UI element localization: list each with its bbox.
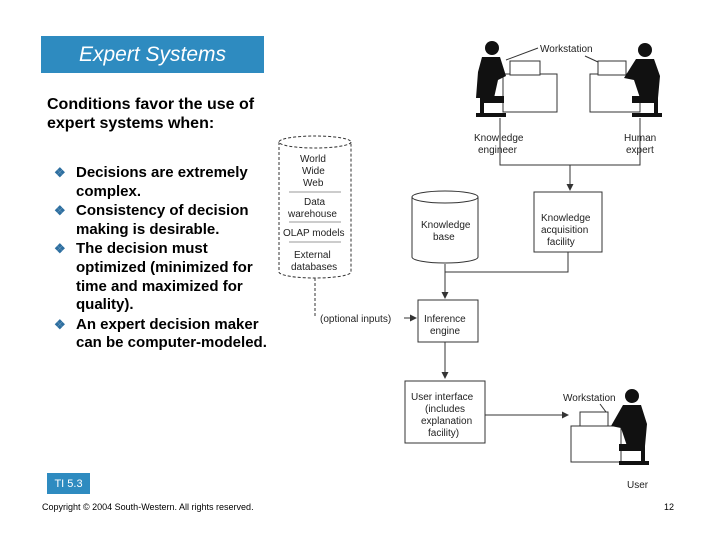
bullet-item: ❖ An expert decision maker can be compute… — [54, 316, 274, 353]
acquisition-label-1: Knowledge — [541, 213, 591, 224]
human-expert-person-icon — [624, 43, 662, 117]
computer-icon — [579, 411, 609, 427]
diamond-bullet-icon: ❖ — [54, 165, 66, 180]
source-label: warehouse — [287, 209, 337, 220]
top-workstation-scene: Workstation Knowledge engineer Human exp… — [474, 41, 662, 156]
knowledge-engineer-label-2: engineer — [478, 145, 518, 156]
copyright-text: Copyright © 2004 South-Western. All righ… — [42, 502, 254, 512]
slide-tag: TI 5.3 — [47, 473, 90, 494]
bullet-item: ❖ Decisions are extremely complex. — [54, 164, 274, 201]
computer-icon — [597, 60, 627, 76]
acquisition-label-3: facility — [547, 237, 575, 248]
diamond-bullet-icon: ❖ — [54, 316, 66, 332]
acquisition-label-2: acquisition — [541, 225, 588, 236]
inference-engine-label-2: engine — [430, 326, 460, 337]
bullet-item: ❖ Consistency of decision making is desir… — [54, 202, 274, 239]
data-sources-cylinder: World Wide Web Data warehouse OLAP model… — [278, 135, 352, 279]
source-label: databases — [291, 262, 337, 273]
bullet-text: Decisions are extremely complex. — [76, 164, 248, 200]
user-person-icon — [611, 389, 649, 465]
bullet-text: Consistency of decision making is desira… — [76, 202, 249, 238]
user-interface-label-2: (includes — [425, 404, 465, 415]
user-interface-label-4: facility) — [428, 428, 459, 439]
knowledge-engineer-person-icon — [476, 41, 506, 117]
intro-text: Conditions favor the use of expert syste… — [47, 96, 255, 132]
user-interface-box: User interface (includes explanation fac… — [404, 380, 486, 444]
connector-engineer-to-acquisition — [499, 118, 574, 191]
acquisition-facility-box: Knowledge acquisition facility — [533, 191, 603, 253]
inference-engine-box: Inference engine — [417, 299, 479, 343]
diamond-bullet-icon: ❖ — [54, 241, 66, 257]
bottom-workstation-scene: Workstation User — [563, 389, 649, 491]
optional-inputs-label: (optional inputs) — [320, 314, 391, 325]
connector-acquisition-to-base — [445, 252, 569, 273]
bullet-text: The decision must optimized (minimized f… — [76, 240, 253, 314]
desk-bottom — [570, 425, 622, 463]
knowledge-base-label-1: Knowledge — [421, 220, 471, 231]
source-label: OLAP models — [283, 228, 345, 239]
source-label: Web — [303, 178, 324, 189]
desk-left — [502, 73, 558, 113]
knowledge-engineer-label-1: Knowledge — [474, 133, 524, 144]
user-interface-label-3: explanation — [421, 416, 472, 427]
inference-engine-label-1: Inference — [424, 314, 466, 325]
source-label: Wide — [302, 166, 325, 177]
source-label: Data — [304, 197, 326, 208]
connector-expert-to-acquisition — [570, 118, 641, 166]
page-number: 12 — [664, 502, 675, 512]
knowledge-base-label-2: base — [433, 232, 455, 243]
user-interface-label-1: User interface — [411, 392, 474, 403]
slide-title: Expert Systems — [41, 36, 264, 73]
source-label: World — [300, 154, 326, 165]
bullet-list: ❖ Decisions are extremely complex. ❖ Consi… — [54, 164, 274, 354]
knowledge-base-cylinder: Knowledge base — [411, 190, 479, 264]
workstation-top-label: Workstation — [540, 44, 593, 55]
bullet-item: ❖ The decision must optimized (minimized … — [54, 240, 274, 314]
source-label: External — [294, 250, 331, 261]
diamond-bullet-icon: ❖ — [54, 203, 66, 219]
computer-icon — [509, 60, 541, 76]
workstation-bottom-label: Workstation — [563, 393, 616, 404]
user-label: User — [627, 480, 649, 491]
bullet-text: An expert decision maker can be computer… — [76, 315, 267, 352]
